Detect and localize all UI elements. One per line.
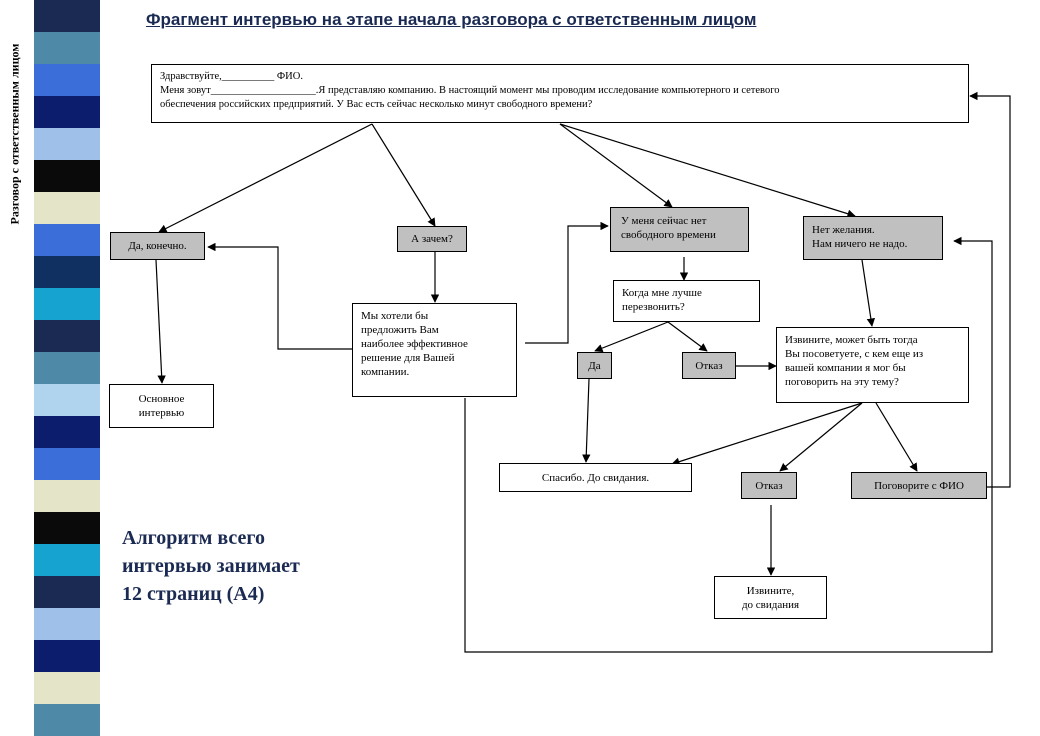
stripe-segment: [34, 640, 100, 672]
stripe-segment: [34, 448, 100, 480]
stripe-segment: [34, 416, 100, 448]
arrow-when-to-refuse: [667, 321, 708, 352]
stripe-segment: [34, 608, 100, 640]
yes-sure-box: Да, конечно.: [110, 232, 205, 260]
refuse-box-1: Отказ: [682, 352, 736, 379]
arrow-nodesire-to-sorry: [861, 259, 876, 327]
stripe-segment: [34, 288, 100, 320]
stripe-segment: [34, 0, 100, 32]
stripe-segment: [34, 480, 100, 512]
arrow-wewanted-to-notime: [525, 221, 609, 344]
main-interview-box: Основное интервью: [109, 384, 214, 428]
stripe-segment: [34, 96, 100, 128]
arrow-yes-to-thanks: [582, 378, 591, 463]
talk-to-box: Поговорите с ФИО: [851, 472, 987, 499]
sorry-bye-box: Извините, до свидания: [714, 576, 827, 619]
arrow-greeting-to-why: [371, 123, 436, 227]
stripe-segment: [34, 32, 100, 64]
stripe-segment: [34, 384, 100, 416]
arrow-greeting-to-notime: [559, 123, 673, 208]
stripe-segment: [34, 192, 100, 224]
arrow-sorry-to-refuse2: [779, 402, 863, 472]
yes-box: Да: [577, 352, 612, 379]
stripe-segment: [34, 224, 100, 256]
decorative-stripe-bar: [34, 0, 100, 736]
stripe-segment: [34, 672, 100, 704]
stripe-segment: [34, 128, 100, 160]
no-desire-box: Нет желания. Нам ничего не надо.: [803, 216, 943, 260]
arrow-loop-back-to-nodesire: [464, 236, 993, 653]
we-wanted-box: Мы хотели бы предложить Вам наиболее эфф…: [352, 303, 517, 397]
no-time-box: У меня сейчас нет свободного времени: [610, 207, 749, 252]
stripe-segment: [34, 512, 100, 544]
stripe-segment: [34, 64, 100, 96]
thanks-bye-box: Спасибо. До свидания.: [499, 463, 692, 492]
page-title: Фрагмент интервью на этапе начала разгов…: [146, 10, 757, 29]
arrow-yes-to-main: [155, 259, 166, 384]
stripe-segment: [34, 576, 100, 608]
arrow-greeting-to-yes: [158, 123, 373, 233]
flow-connectors: [155, 91, 1011, 653]
when-call-box: Когда мне лучше перезвонить?: [613, 280, 760, 322]
why-box: А зачем?: [397, 226, 467, 252]
stripe-segment: [34, 256, 100, 288]
arrow-sorry-to-thanks: [671, 402, 863, 466]
stripe-segment: [34, 160, 100, 192]
greeting-box: Здравствуйте,__________ ФИО. Меня зовут_…: [151, 64, 969, 123]
arrow-talkto-back-to-greeting: [969, 91, 1011, 488]
algorithm-note: Алгоритм всего интервью занимает 12 стра…: [122, 527, 300, 605]
arrow-when-to-yes: [594, 321, 669, 353]
arrow-wewanted-back-to-yes: [207, 242, 352, 350]
sorry-advise-box: Извините, может быть тогда Вы посоветует…: [776, 327, 969, 403]
stripe-segment: [34, 352, 100, 384]
refuse-box-2: Отказ: [741, 472, 797, 499]
arrow-sorry-to-talkto: [875, 402, 918, 472]
stripe-segment: [34, 320, 100, 352]
arrow-greeting-to-nodesire: [559, 123, 856, 218]
stripe-segment: [34, 544, 100, 576]
